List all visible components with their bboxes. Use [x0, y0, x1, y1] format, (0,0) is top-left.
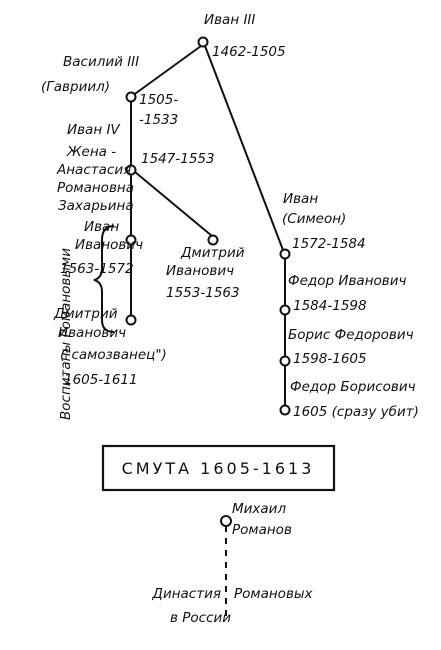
node-vasily3 [125, 91, 137, 103]
wife-line-4: Захарьина [58, 198, 134, 214]
ivan-ivanovich-line-2: Иванович [75, 237, 143, 253]
smuta-box [101, 444, 336, 492]
dmitry-false-years: 1605-1611 [64, 372, 138, 388]
fedor-ivanovich-name: Федор Иванович [288, 273, 407, 289]
node-ivan-simeon [279, 248, 291, 260]
wife-line-1: Жена - [66, 144, 116, 160]
node-dmitry-false [125, 314, 137, 326]
side-bracket [93, 225, 115, 333]
ivan-simeon-line-1: Иван [283, 191, 318, 207]
boris-years: 1598-1605 [293, 351, 367, 367]
dmitry-1553-line-1: Дмитрий [180, 245, 245, 261]
ivan-simeon-line-2: (Симеон) [282, 211, 346, 227]
node-ivan4 [125, 164, 137, 176]
vasily3-years-1: 1505- [139, 92, 178, 108]
edge-ivan3-ivan-simeon [204, 45, 284, 251]
node-ivan3 [197, 36, 209, 48]
boris-name: Борис Федорович [288, 327, 414, 343]
edge-ivan4-dmitry-1553 [134, 171, 213, 237]
node-boris [279, 355, 291, 367]
ivan3-years: 1462-1505 [212, 44, 286, 60]
vasily3-alt: (Гавриил) [41, 79, 110, 95]
dynasty-right: Романовых [234, 586, 314, 602]
fedor-borisovich-years: 1605 (сразу убит) [293, 404, 419, 420]
smuta-label: СМУТА 1605-1613 [122, 459, 315, 478]
dmitry-false-line-1: Дмитрий [53, 306, 118, 322]
vasily3-name: Василий III [63, 54, 139, 70]
node-fedor-ivanovich [279, 304, 291, 316]
fedor-borisovich-name: Федор Борисович [290, 379, 416, 395]
ivan-ivanovich-line-1: Иван [84, 219, 119, 235]
vasily3-years-2: -1533 [139, 112, 178, 128]
dynasty-line-2: в России [170, 610, 231, 626]
dynasty-left: Династия [151, 586, 221, 602]
node-mikhail [220, 515, 232, 527]
mikhail-line-1: Михаил [232, 501, 286, 517]
edge-ivan3-vasily3 [131, 45, 202, 97]
dmitry-1553-line-2: Иванович [166, 263, 234, 279]
node-fedor-borisovich [279, 404, 291, 416]
ivan4-years: 1547-1553 [141, 151, 215, 167]
side-label: Воспитаны Романовыми [58, 248, 74, 420]
dmitry-false-line-3: ("самозванец") [60, 347, 167, 363]
dmitry-1553-years: 1553-1563 [166, 285, 240, 301]
node-dmitry-1553 [207, 234, 219, 246]
ivan4-name: Иван IV [67, 122, 121, 138]
wife-line-2: Анастасия [56, 162, 131, 178]
node-ivan-ivanovich [125, 234, 137, 246]
ivan-ivanovich-years: 1563-1572 [60, 261, 134, 277]
ivan-simeon-years: 1572-1584 [292, 236, 366, 252]
mikhail-line-2: Романов [232, 522, 292, 538]
ivan3-name: Иван III [204, 12, 255, 28]
wife-line-3: Романовна [57, 180, 134, 196]
fedor-ivanovich-years: 1584-1598 [293, 298, 367, 314]
dmitry-false-line-2: Иванович [58, 325, 126, 341]
